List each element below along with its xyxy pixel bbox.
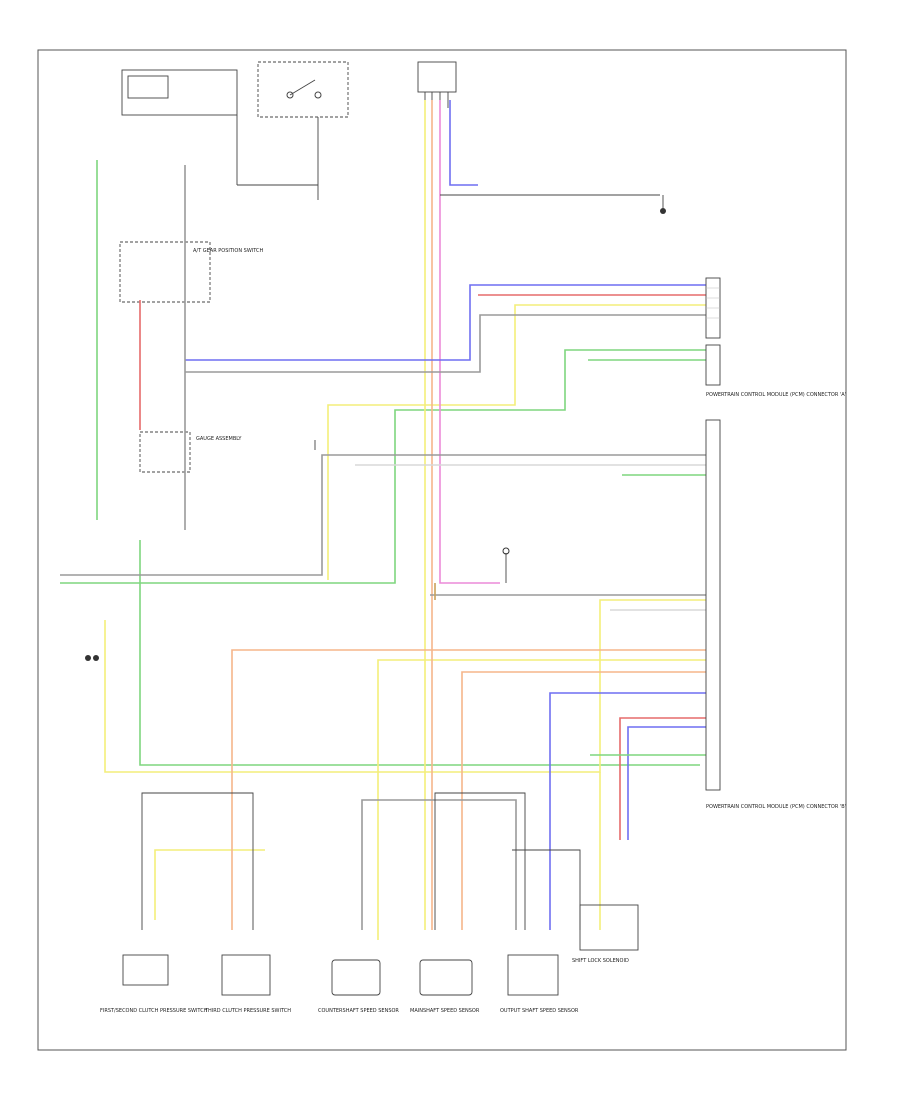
component-label-countershaft-sensor: COUNTERSHAFT SPEED SENSOR	[318, 1008, 399, 1014]
bottom-sensors	[122, 904, 639, 996]
component-label-third-clutch: THIRD CLUTCH PRESSURE SWITCH	[204, 1008, 291, 1014]
ground-symbol-left	[85, 655, 99, 661]
pcm-connector-b-label: POWERTRAIN CONTROL MODULE (PCM) CONNECTO…	[706, 804, 846, 810]
top-left-fuse-box	[121, 69, 318, 186]
ground-lines	[141, 117, 660, 930]
component-label-mainshaft-sensor: MAINSHAFT SPEED SENSOR	[410, 1008, 480, 1014]
pcm-connector-a-label: POWERTRAIN CONTROL MODULE (PCM) CONNECTO…	[706, 392, 846, 398]
pcm-connector-a	[705, 277, 721, 386]
gauge-assembly-box	[119, 241, 211, 473]
ground-symbol-top-right	[660, 195, 666, 214]
ignition-switch	[257, 61, 349, 118]
ground-symbol-center	[502, 547, 510, 583]
component-label-shift-lock-solenoid: SHIFT LOCK SOLENOID	[572, 958, 629, 964]
component-label-first-second-clutch: FIRST/SECOND CLUTCH PRESSURE SWITCH	[100, 1008, 208, 1014]
wire-harness	[60, 100, 706, 940]
component-label-output-shaft-sensor: OUTPUT SHAFT SPEED SENSOR	[500, 1008, 579, 1014]
pcm-connector-b	[705, 419, 721, 791]
component-label-gear-position-switch: A/T GEAR POSITION SWITCH	[193, 248, 264, 254]
diagram-frame	[37, 49, 847, 1051]
component-label-gauge-assembly: GAUGE ASSEMBLY	[196, 436, 242, 442]
